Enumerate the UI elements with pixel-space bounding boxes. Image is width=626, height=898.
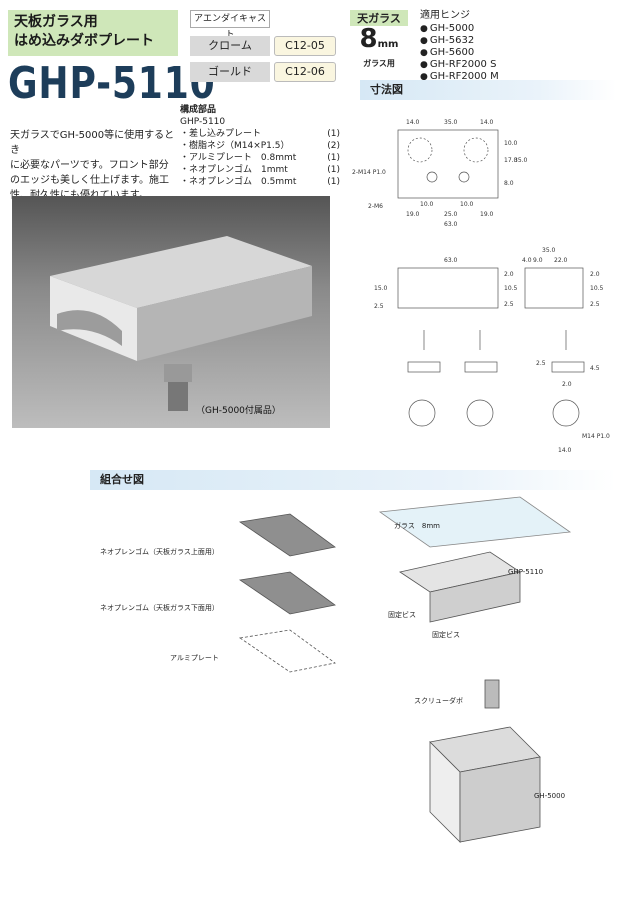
svg-text:14.0: 14.0 (480, 119, 494, 126)
svg-text:10.0: 10.0 (504, 140, 518, 147)
hinge-item: GH-RF2000 S (420, 59, 499, 71)
hinge-list: 適用ヒンジ GH-5000 GH-5632 GH-5600 GH-RF2000 … (420, 10, 499, 83)
svg-text:固定ビス: 固定ビス (432, 630, 460, 639)
material-label: アエンダイキャスト (190, 10, 270, 40)
svg-text:2-M6: 2-M6 (368, 203, 383, 210)
glass-unit: mm (377, 39, 399, 50)
title-line2: はめ込みダボプレート (14, 33, 154, 49)
parts-row: ・ネオプレンゴム 1mmt(1) (180, 165, 340, 175)
svg-text:2.5: 2.5 (590, 301, 600, 308)
glass-label: 天ガラス (350, 10, 408, 26)
svg-text:2.5: 2.5 (374, 303, 384, 310)
model-number: GHP-5110 (8, 58, 216, 109)
svg-text:固定ビス: 固定ビス (388, 610, 416, 619)
hinge-item: GH-RF2000 M (420, 71, 499, 83)
glass-thickness: 8 (359, 24, 378, 54)
parts-list: 構成部品 GHP-5110 ・差し込みプレート(1) ・樹脂ネジ（M14×P1.… (180, 104, 340, 188)
svg-text:2-M14 P1.0: 2-M14 P1.0 (352, 169, 386, 176)
svg-text:2.0: 2.0 (562, 381, 572, 388)
finish-name: クローム (190, 36, 270, 56)
finish-name: ゴールド (190, 62, 270, 82)
svg-text:63.0: 63.0 (444, 221, 458, 228)
hinge-heading: 適用ヒンジ (420, 10, 470, 21)
assembly-drawing: ネオプレンゴム（天板ガラス上面用） ネオプレンゴム（天板ガラス下面用） アルミプ… (100, 496, 572, 843)
svg-text:GHP-5110: GHP-5110 (508, 568, 543, 576)
svg-text:2.5: 2.5 (504, 301, 514, 308)
svg-text:19.0: 19.0 (480, 211, 494, 218)
svg-text:9.0: 9.0 (533, 257, 543, 264)
parts-row: ・樹脂ネジ（M14×P1.5）(2) (180, 141, 340, 151)
finish-code: C12-05 (274, 36, 336, 56)
svg-text:10.5: 10.5 (590, 285, 604, 292)
hinge-item: GH-5000 (420, 23, 499, 35)
dimension-heading: 寸法図 (360, 80, 616, 100)
finish-row: ゴールド C12-06 (190, 62, 336, 82)
parts-heading: 構成部品 (180, 105, 217, 115)
svg-text:ガラス 8mm: ガラス 8mm (394, 521, 440, 530)
svg-text:ネオプレンゴム（天板ガラス下面用）: ネオプレンゴム（天板ガラス下面用） (100, 603, 219, 612)
svg-text:35.0: 35.0 (514, 157, 528, 164)
svg-text:10.0: 10.0 (460, 201, 474, 208)
svg-text:15.0: 15.0 (374, 285, 388, 292)
title-box: 天板ガラス用 はめ込みダボプレート (8, 10, 178, 56)
finish-code: C12-06 (274, 62, 336, 82)
svg-text:2.5: 2.5 (536, 360, 546, 367)
parts-row: ・ネオプレンゴム 0.5mmt(1) (180, 177, 340, 187)
svg-text:M14 P1.0: M14 P1.0 (582, 433, 610, 440)
finish-row: クローム C12-05 (190, 36, 336, 56)
parts-row: ・差し込みプレート(1) (180, 129, 340, 139)
svg-text:14.0: 14.0 (558, 447, 572, 454)
description: 天ガラスでGH-5000等に使用するとき に必要なパーツです。フロント部分 のエ… (10, 130, 175, 201)
svg-text:22.0: 22.0 (554, 257, 568, 264)
svg-text:14.0: 14.0 (406, 119, 420, 126)
svg-text:19.0: 19.0 (406, 211, 420, 218)
svg-text:10.5: 10.5 (504, 285, 518, 292)
svg-text:17.0: 17.0 (504, 157, 518, 164)
product-photo (12, 196, 330, 428)
parts-model: GHP-5110 (180, 117, 226, 127)
glass-sub: ガラス用 (363, 59, 395, 68)
hinge-item: GH-5600 (420, 47, 499, 59)
svg-text:2.0: 2.0 (504, 271, 514, 278)
svg-text:4.0: 4.0 (522, 257, 532, 264)
svg-text:GH-5000: GH-5000 (534, 792, 565, 800)
svg-text:スクリューダボ: スクリューダボ (414, 696, 463, 705)
title-line1: 天板ガラス用 (14, 14, 98, 30)
hinge-item: GH-5632 (420, 35, 499, 47)
svg-text:ネオプレンゴム（天板ガラス上面用）: ネオプレンゴム（天板ガラス上面用） (100, 547, 219, 556)
dimension-drawing: 14.0 35.0 14.0 10.0 17.0 35.0 8.0 2-M14 … (352, 119, 610, 454)
parts-row: ・アルミプレート 0.8mmt(1) (180, 153, 340, 163)
assembly-heading: 組合せ図 (90, 470, 616, 490)
svg-text:35.0: 35.0 (542, 247, 556, 254)
svg-text:アルミプレート: アルミプレート (170, 654, 219, 662)
svg-text:4.5: 4.5 (590, 365, 600, 372)
glass-badge: 天ガラス 8mm ガラス用 (350, 10, 408, 68)
svg-text:10.0: 10.0 (420, 201, 434, 208)
svg-text:35.0: 35.0 (444, 119, 458, 126)
svg-text:63.0: 63.0 (444, 257, 458, 264)
photo-caption: （GH-5000付属品） (196, 406, 281, 416)
svg-text:8.0: 8.0 (504, 180, 514, 187)
svg-text:2.0: 2.0 (590, 271, 600, 278)
svg-text:25.0: 25.0 (444, 211, 458, 218)
